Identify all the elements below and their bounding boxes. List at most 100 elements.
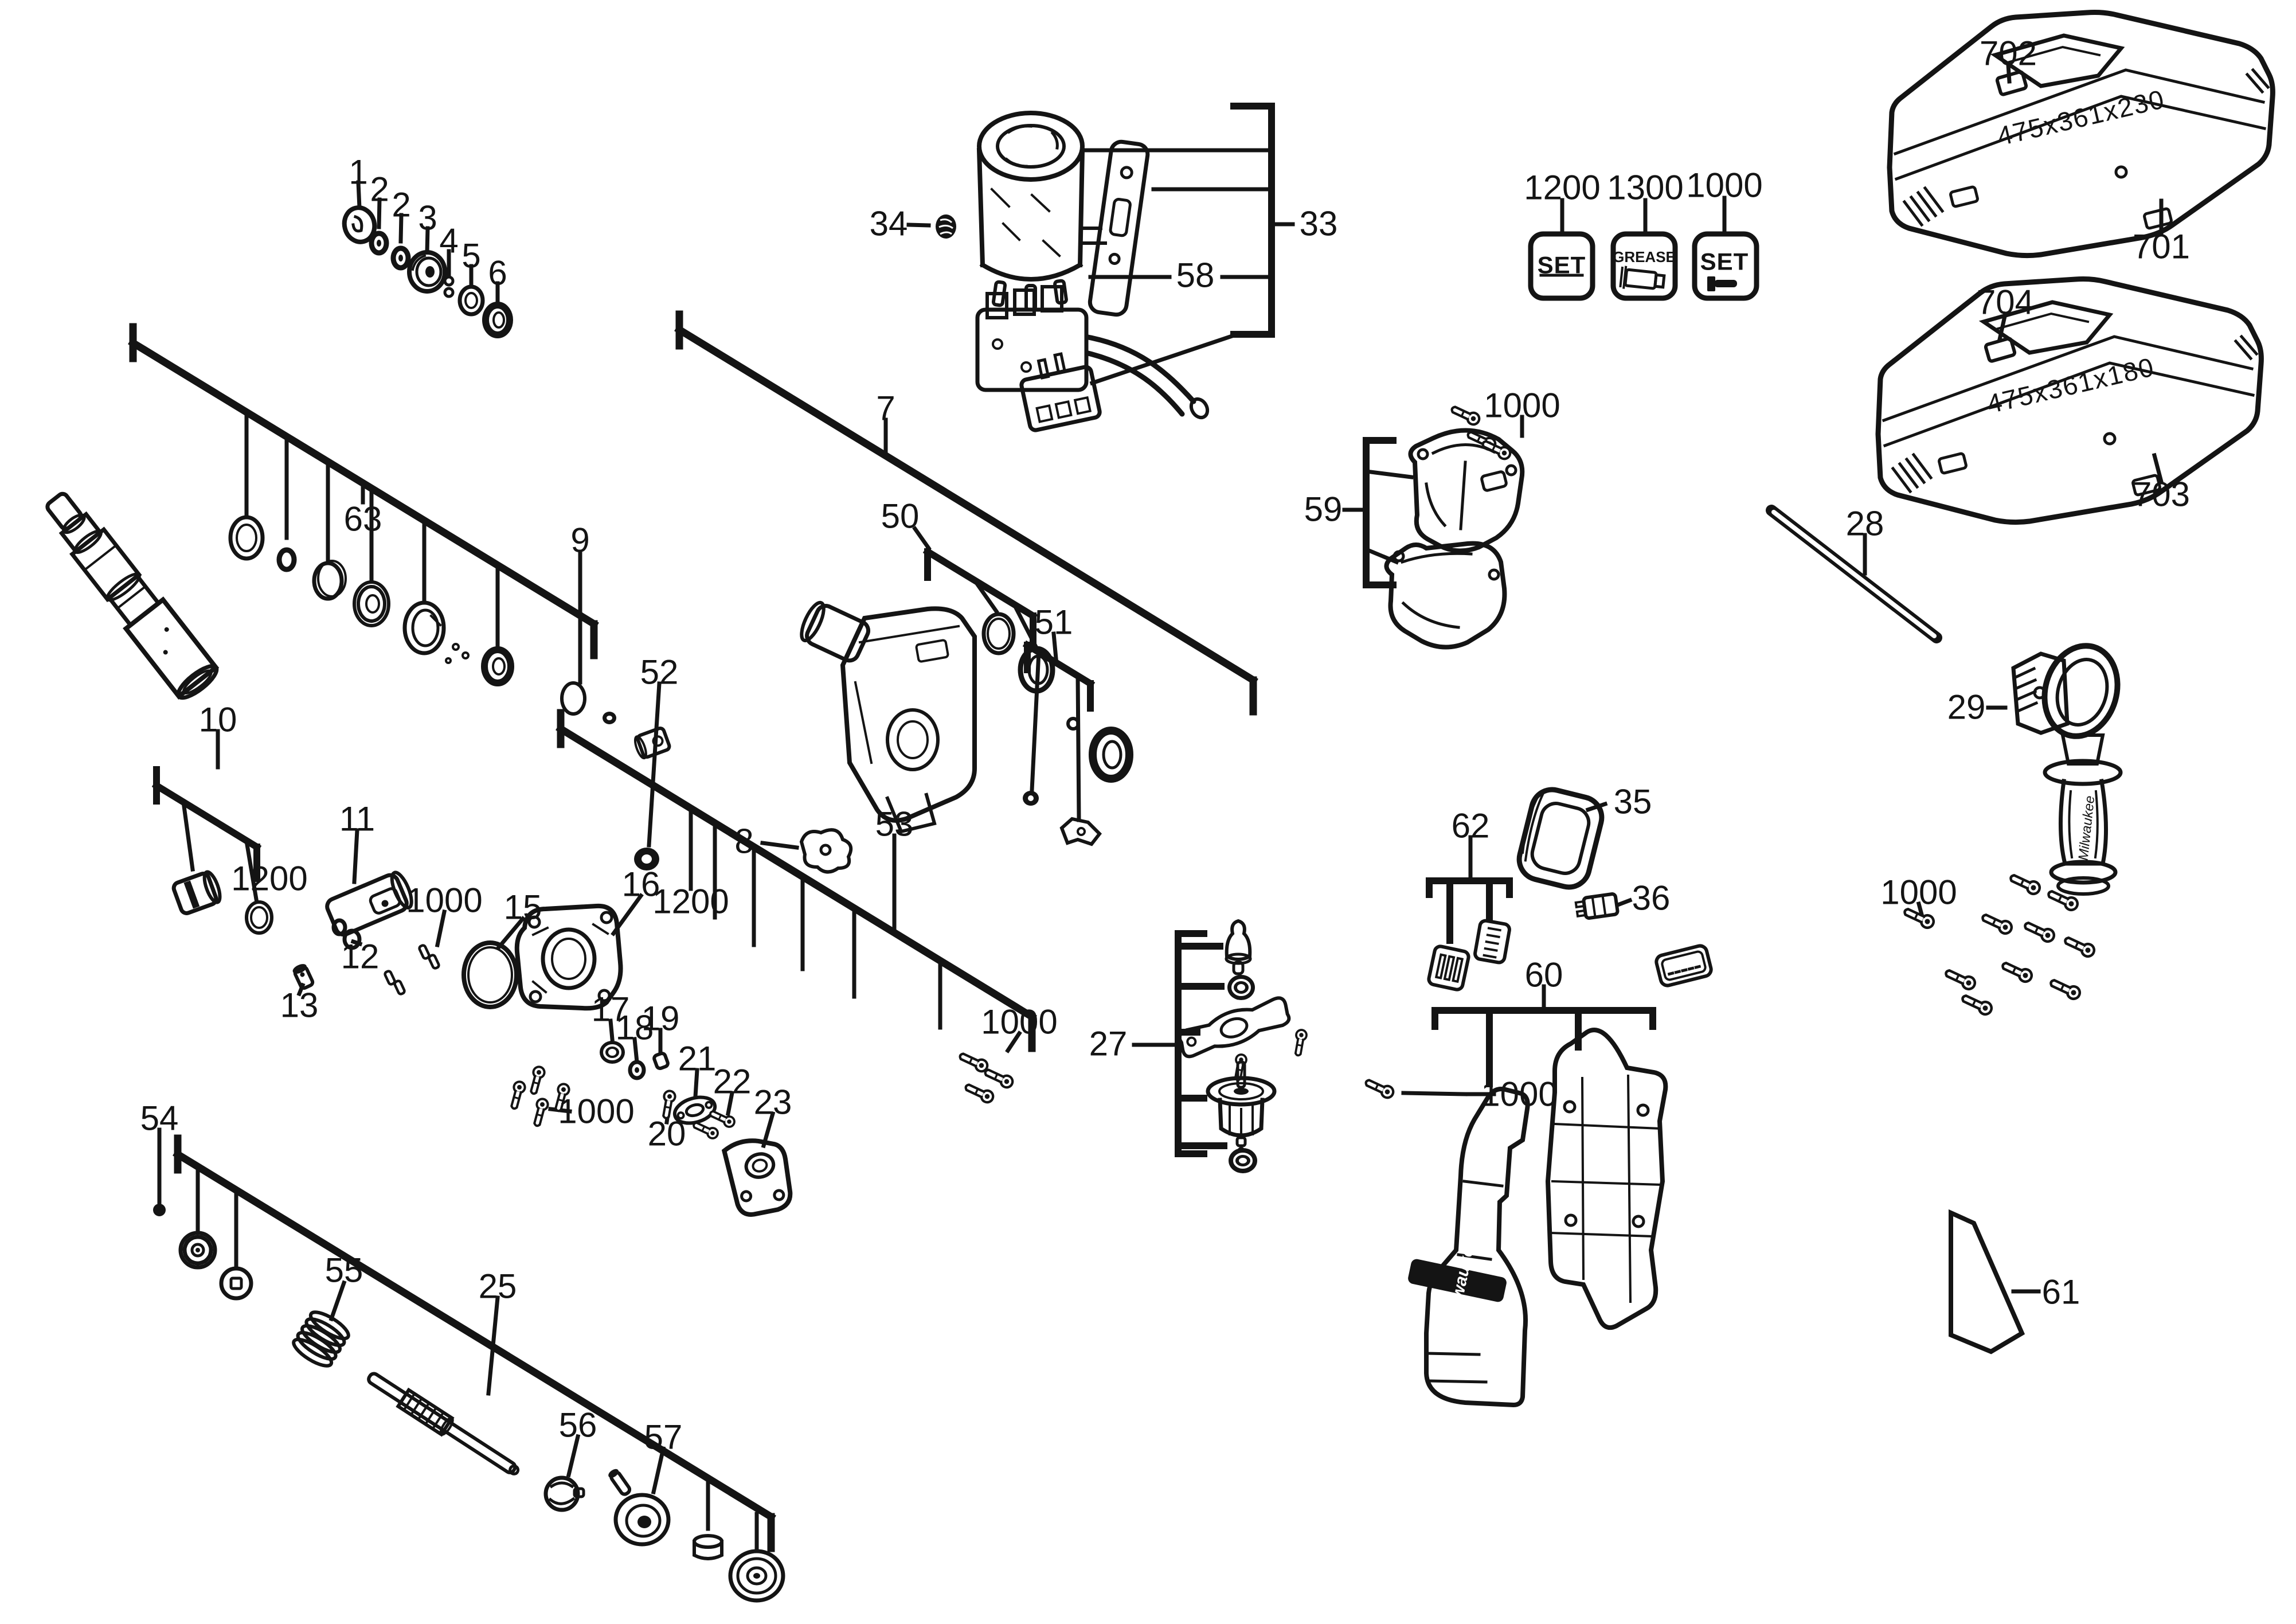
pin-13 bbox=[292, 964, 315, 990]
washer-18 bbox=[628, 1060, 646, 1080]
housing-left-60 bbox=[1408, 1087, 1530, 1408]
part-label-55-29: 55 bbox=[325, 1251, 363, 1290]
part-label-22-24: 22 bbox=[713, 1063, 752, 1101]
pin-19 bbox=[652, 1051, 670, 1071]
wrench-plate bbox=[1178, 996, 1291, 1059]
part-label-21-23: 21 bbox=[678, 1040, 717, 1078]
bearing-3 bbox=[407, 250, 447, 294]
part-label-18-21: 18 bbox=[616, 1009, 654, 1047]
gear-57 bbox=[608, 1469, 671, 1547]
part-label-4-4: 4 bbox=[439, 222, 458, 260]
part-label-3-3: 3 bbox=[418, 199, 437, 237]
bearing-27a bbox=[1227, 975, 1255, 1000]
part-label-6-6: 6 bbox=[488, 254, 507, 292]
part-label-set-64: SET bbox=[1700, 248, 1749, 275]
clutch-cup-56 bbox=[543, 1475, 585, 1512]
seal-ring-1 bbox=[342, 205, 377, 244]
part-label-2-2: 2 bbox=[392, 186, 410, 224]
part-label-7-33: 7 bbox=[876, 389, 895, 428]
part-label-33-39: 33 bbox=[1300, 205, 1338, 243]
gasket-21 bbox=[672, 1095, 717, 1125]
part-label-61-49: 61 bbox=[2042, 1273, 2080, 1311]
roll-pins-1000a bbox=[384, 944, 440, 995]
part-label-50-34: 50 bbox=[881, 497, 920, 536]
part-label-15-14: 15 bbox=[504, 888, 542, 927]
part-label-23-25: 23 bbox=[754, 1083, 792, 1122]
stack-case-701 bbox=[1890, 13, 2272, 256]
gear-case-16 bbox=[514, 903, 623, 1011]
label-decal-61 bbox=[1949, 1209, 2025, 1354]
washer-clip-51 bbox=[1023, 791, 1102, 846]
part-label-1000-27: 1000 bbox=[558, 1092, 634, 1131]
rings-12 bbox=[331, 918, 362, 950]
assembly-axis-lines bbox=[128, 310, 1258, 1552]
part-label-53-19: 53 bbox=[875, 805, 914, 844]
part-label-704-56: 704 bbox=[1977, 283, 2034, 322]
bolt-icon bbox=[1707, 276, 1737, 291]
spring-55 bbox=[292, 1310, 350, 1368]
part-label-56-31: 56 bbox=[559, 1406, 597, 1445]
part-label-52-9: 52 bbox=[640, 653, 679, 692]
o-ring-2a bbox=[369, 231, 389, 256]
part-label-1000-37: 1000 bbox=[981, 1003, 1057, 1041]
part-label-701-55: 701 bbox=[2133, 228, 2190, 266]
o-ring-15 bbox=[461, 940, 519, 1009]
part-label-28-58: 28 bbox=[1846, 505, 1884, 543]
part-label-29-59: 29 bbox=[1947, 688, 1986, 727]
cone-cap-27 bbox=[1225, 919, 1252, 975]
bearing-27b bbox=[1229, 1148, 1257, 1173]
part-label-25-30: 25 bbox=[479, 1267, 517, 1306]
part-label-703-57: 703 bbox=[2133, 475, 2190, 514]
spindle-shaft-25 bbox=[367, 1372, 520, 1475]
part-label-51-36: 51 bbox=[1035, 603, 1073, 642]
side-handle-29 bbox=[2011, 643, 2123, 896]
pinion-gear bbox=[178, 1231, 217, 1270]
bushing-cup bbox=[693, 1534, 723, 1560]
leader-lines bbox=[157, 63, 2164, 1552]
part-label-35-46: 35 bbox=[1614, 783, 1652, 821]
part-label-9-8: 9 bbox=[570, 521, 589, 560]
part-label-1000-42: 1000 bbox=[1481, 1075, 1557, 1114]
o-ring-2b bbox=[390, 245, 411, 271]
part-label-1300-52: 1300 bbox=[1607, 169, 1683, 207]
badge-set-1000 bbox=[1692, 231, 1759, 301]
ball-and-ring bbox=[1066, 717, 1133, 783]
washer-52 bbox=[634, 848, 659, 870]
depth-rod-28 bbox=[1766, 505, 1942, 643]
grease-tube-icon bbox=[1619, 266, 1666, 290]
part-label-475x361x230-60: 475x361x230 bbox=[1994, 84, 2168, 151]
part-label-1000-13: 1000 bbox=[406, 881, 482, 920]
badge-set-1200 bbox=[1528, 231, 1595, 301]
switch-bracket bbox=[1088, 139, 1150, 317]
steel-balls-4 bbox=[443, 275, 455, 298]
part-label-1000-50: 1000 bbox=[1880, 873, 1957, 912]
part-label-1000-53: 1000 bbox=[1686, 166, 1762, 205]
cylinder-sleeve-11 bbox=[325, 870, 413, 937]
bearing-17 bbox=[600, 1041, 625, 1064]
part-label-36-47: 36 bbox=[1632, 879, 1671, 918]
pad-62a bbox=[1427, 944, 1470, 991]
brushless-pad bbox=[1654, 944, 1713, 987]
bearing-housing-bottom-59 bbox=[1384, 541, 1507, 650]
part-label-58-40: 58 bbox=[1176, 256, 1215, 295]
part-label-19-22: 19 bbox=[642, 1000, 680, 1038]
grommet-34 bbox=[936, 214, 956, 239]
rotor-27 bbox=[1206, 1060, 1277, 1154]
controller-board bbox=[975, 285, 1210, 420]
tool-holder-barrel bbox=[45, 491, 220, 700]
badge-grease-1300 bbox=[1610, 231, 1678, 301]
part-label-63-7: 63 bbox=[344, 500, 382, 538]
part-label-5-5: 5 bbox=[461, 237, 480, 275]
part-label-34-38: 34 bbox=[870, 205, 908, 243]
part-label-57-32: 57 bbox=[644, 1418, 683, 1457]
part-label-702-54: 702 bbox=[1980, 34, 2037, 73]
part-label-10-10: 10 bbox=[199, 701, 237, 739]
part-label-1000-44: 1000 bbox=[1484, 387, 1560, 425]
part-label-milwaukee-66: Milwaukee bbox=[2076, 795, 2098, 861]
terminal-block bbox=[1019, 352, 1102, 432]
housing-right-60 bbox=[1545, 1028, 1668, 1330]
part-label-1200-11: 1200 bbox=[231, 860, 307, 898]
